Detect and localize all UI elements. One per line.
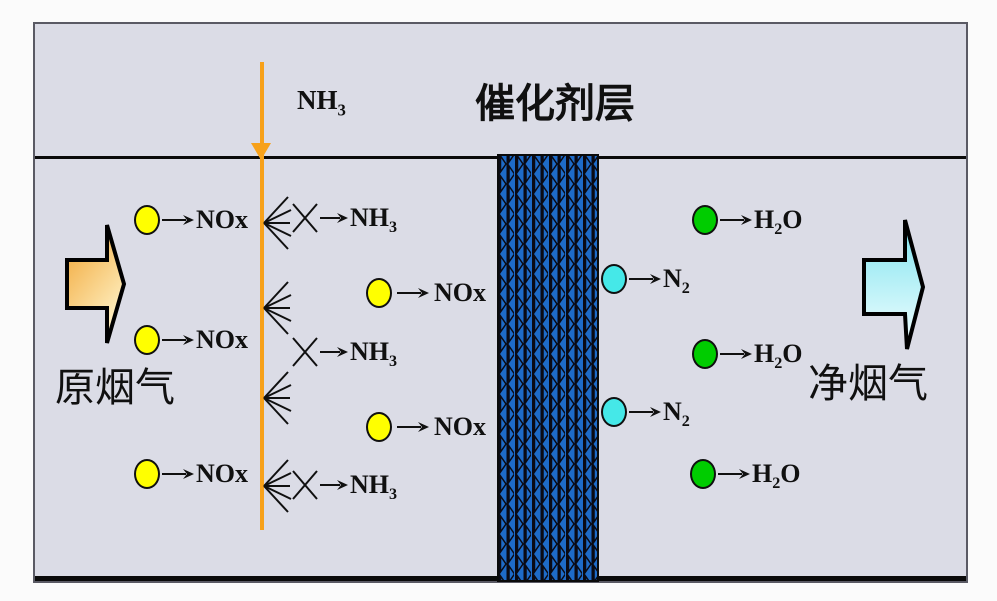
- nox-marker: [134, 205, 160, 235]
- flow-arrow-icon: [397, 288, 429, 298]
- flow-arrow-icon: [162, 215, 194, 225]
- nox-marker-row: NOx: [366, 412, 486, 442]
- nox-marker-row: NOx: [134, 325, 248, 355]
- h2o-marker: [692, 339, 718, 369]
- n2-marker: [601, 264, 627, 294]
- nh3-label: NH3: [350, 203, 398, 237]
- h2o-label: H2O: [754, 339, 803, 373]
- spray-nozzle-icon: [263, 281, 292, 335]
- nox-marker: [134, 459, 160, 489]
- flow-arrow-icon: [629, 274, 661, 284]
- flow-arrow-icon: [720, 349, 752, 359]
- spray-nozzle-icon: [263, 196, 292, 250]
- nox-marker: [366, 412, 392, 442]
- h2o-marker: [692, 205, 718, 235]
- catalyst-layer-bar: [497, 154, 599, 582]
- nox-marker-row: NOx: [134, 205, 248, 235]
- clean-flue-gas-arrow-icon: [862, 219, 926, 350]
- flow-arrow-icon: [718, 469, 750, 479]
- ammonia-label: NH3: [297, 85, 346, 120]
- raw-flue-gas-arrow-icon: [65, 224, 127, 344]
- flow-arrow-icon: [162, 469, 194, 479]
- n2-marker-row: N2: [601, 264, 690, 298]
- raw-flue-gas-label: 原烟气: [55, 365, 175, 410]
- h2o-marker-row: H2O: [692, 339, 803, 373]
- spray-nozzle-icon: [263, 459, 292, 513]
- flow-arrow-icon: [629, 407, 661, 417]
- flow-arrow-icon: [320, 213, 348, 223]
- nh3-reacted-row: NH3: [292, 202, 398, 237]
- nox-marker: [366, 278, 392, 308]
- h2o-marker: [690, 459, 716, 489]
- nh3-reacted-row: NH3: [292, 336, 398, 371]
- catalyst-layer-label: 催化剂层: [475, 81, 635, 126]
- nox-marker-row: NOx: [366, 278, 486, 308]
- n2-marker: [601, 397, 627, 427]
- clean-flue-gas-label: 净烟气: [808, 361, 928, 406]
- flow-arrow-icon: [320, 347, 348, 357]
- nox-label: NOx: [196, 459, 248, 488]
- reaction-x-icon: [292, 337, 318, 367]
- nox-label: NOx: [196, 205, 248, 234]
- scr-diagram-panel: NH3 催化剂层 原烟气: [33, 22, 968, 583]
- h2o-marker-row: H2O: [690, 459, 801, 493]
- nox-label: NOx: [196, 325, 248, 354]
- n2-label: N2: [663, 264, 690, 298]
- nox-marker-row: NOx: [134, 459, 248, 489]
- nox-label: NOx: [434, 278, 486, 307]
- nh3-label: NH3: [350, 470, 398, 504]
- reaction-x-icon: [292, 470, 318, 500]
- ammonia-injection-line: [260, 62, 264, 530]
- n2-label: N2: [663, 397, 690, 431]
- flow-arrow-icon: [162, 335, 194, 345]
- flow-arrow-icon: [720, 215, 752, 225]
- h2o-label: H2O: [754, 205, 803, 239]
- nox-marker: [134, 325, 160, 355]
- flow-arrow-icon: [397, 422, 429, 432]
- flow-arrow-icon: [320, 480, 348, 490]
- h2o-label: H2O: [752, 459, 801, 493]
- ammonia-injection-arrowhead-icon: [251, 143, 271, 160]
- nh3-reacted-row: NH3: [292, 469, 398, 504]
- h2o-marker-row: H2O: [692, 205, 803, 239]
- nh3-label: NH3: [350, 337, 398, 371]
- nox-label: NOx: [434, 412, 486, 441]
- spray-nozzle-icon: [263, 371, 292, 425]
- reaction-x-icon: [292, 203, 318, 233]
- n2-marker-row: N2: [601, 397, 690, 431]
